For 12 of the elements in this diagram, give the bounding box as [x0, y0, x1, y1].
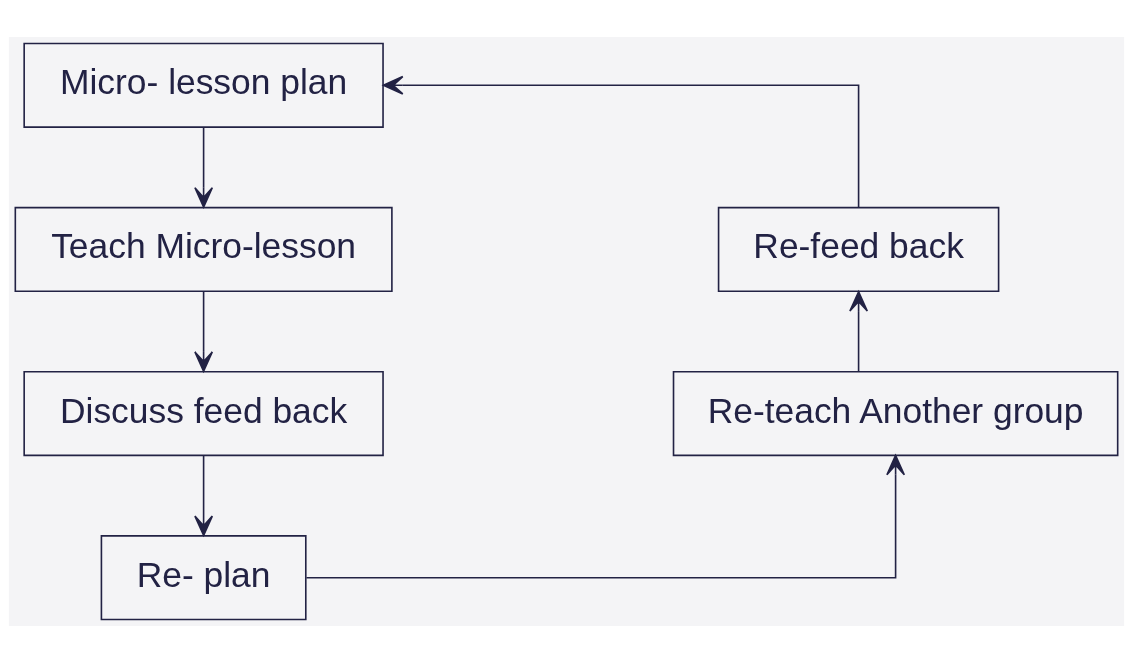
node-box: Micro- lesson plan: [23, 42, 384, 128]
arrow: [194, 290, 214, 373]
node-box: Re-teach Another group: [672, 370, 1119, 457]
arrow: [849, 290, 869, 373]
node-box: Teach Micro-lesson: [14, 206, 393, 293]
node-box: Discuss feed back: [23, 370, 384, 457]
node-box: Re- plan: [100, 535, 307, 621]
arrow: [194, 126, 214, 208]
node-box: Re-feed back: [717, 206, 1000, 293]
arrow: [382, 75, 860, 209]
arrow: [194, 454, 214, 537]
arrow: [305, 454, 906, 579]
